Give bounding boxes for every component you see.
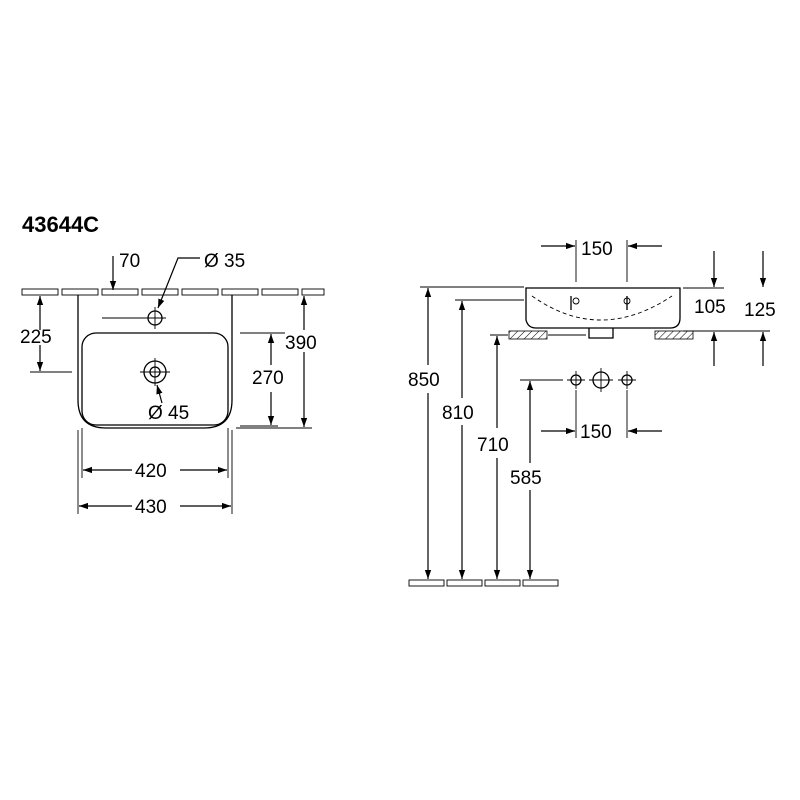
dim-390: 390 <box>285 333 317 354</box>
dim-tap-hole: Ø 35 <box>204 251 245 272</box>
basin-side-outline <box>525 287 681 329</box>
dim-125: 125 <box>744 300 776 321</box>
wall-support-left <box>508 330 548 340</box>
wall-support-right <box>654 330 694 340</box>
dim-70: 70 <box>119 251 140 272</box>
bowl-outline <box>81 332 229 426</box>
model-title: 43644C <box>22 212 99 237</box>
side-view: 150 105 125 850 810 710 585 <box>408 239 776 587</box>
floor-strip <box>408 579 559 587</box>
basin-outline <box>77 295 233 429</box>
dim-105: 105 <box>694 297 726 318</box>
dim-225: 225 <box>20 327 52 348</box>
dim-810: 810 <box>442 403 474 424</box>
dim-430: 430 <box>135 497 167 518</box>
dim-585: 585 <box>510 468 542 489</box>
dim-top-150: 150 <box>581 239 613 260</box>
wall-fittings <box>567 368 636 392</box>
dim-270: 270 <box>252 368 284 389</box>
dim-waste-hole: Ø 45 <box>148 403 189 424</box>
dim-bottom-150: 150 <box>580 422 612 443</box>
dim-710: 710 <box>477 435 509 456</box>
wall-strip <box>21 288 325 296</box>
dim-420: 420 <box>135 461 167 482</box>
dim-850: 850 <box>408 370 440 391</box>
plan-view: 70 Ø 35 Ø 45 225 270 390 420 <box>20 251 325 518</box>
